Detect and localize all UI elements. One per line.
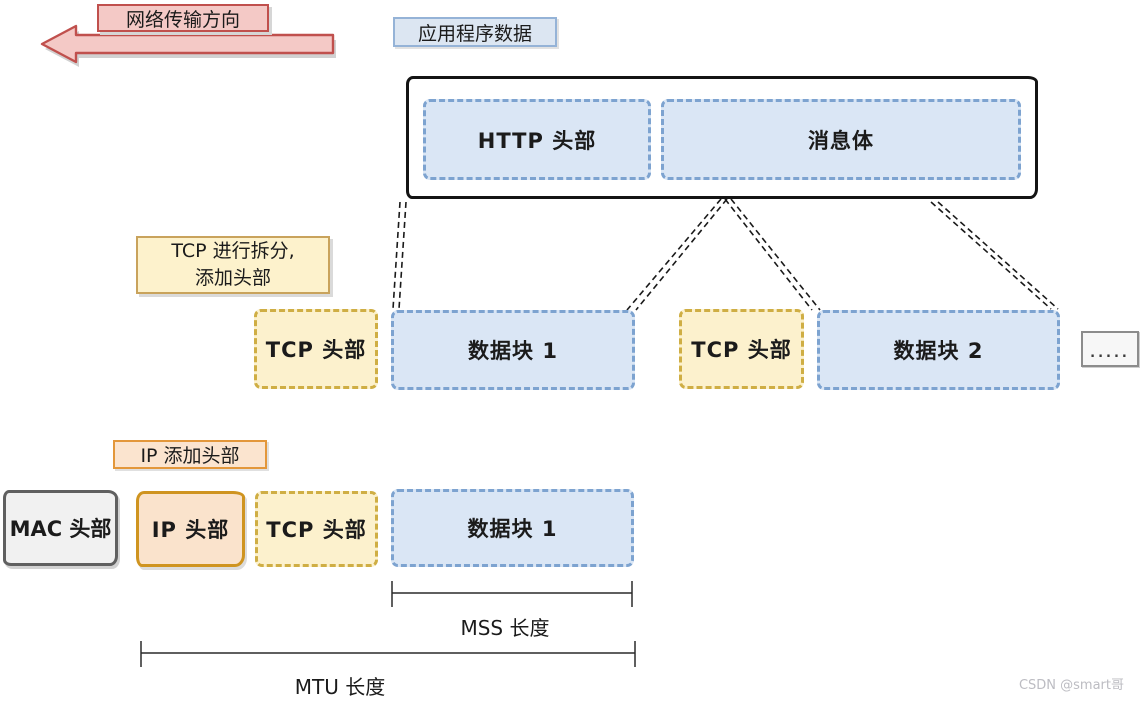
tcp-split-note: TCP 进行拆分, 添加头部 — [136, 236, 330, 294]
arrow-shadow — [45, 31, 336, 67]
data-block-1-box: 数据块 1 — [391, 310, 635, 390]
message-body-box: 消息体 — [661, 99, 1021, 180]
connector-mid-left-a — [626, 198, 722, 311]
mss-length-label: MSS 长度 — [460, 615, 550, 640]
tcp-header-box-3: TCP 头部 — [255, 491, 378, 567]
http-header-box: HTTP 头部 — [423, 99, 651, 180]
mss-measure-line — [391, 581, 633, 607]
mac-header-box: MAC 头部 — [3, 490, 118, 566]
connector-right-a — [930, 201, 1052, 310]
tcp-header-box-2: TCP 头部 — [679, 309, 804, 389]
tcp-split-note-line2: 添加头部 — [194, 267, 271, 289]
connector-left-a — [392, 201, 401, 310]
more-blocks-box: ..... — [1081, 331, 1139, 367]
data-block-1-frame-box: 数据块 1 — [391, 489, 634, 567]
connector-right-b — [937, 201, 1059, 310]
connector-mid-right-b — [730, 198, 821, 311]
transmission-direction-label: 网络传输方向 — [97, 4, 269, 32]
ip-add-header-note: IP 添加头部 — [113, 440, 267, 469]
mtu-measure-line — [140, 641, 636, 667]
mtu-length-label: MTU 长度 — [294, 674, 386, 699]
data-block-2-box: 数据块 2 — [817, 310, 1060, 390]
connector-left-b — [398, 201, 407, 310]
tcp-split-note-line1: TCP 进行拆分, — [171, 240, 295, 262]
tcp-header-box-1: TCP 头部 — [254, 309, 378, 389]
ip-header-box: IP 头部 — [136, 491, 245, 567]
app-data-label: 应用程序数据 — [393, 17, 557, 47]
connector-mid-left-b — [635, 198, 728, 311]
split-connector-lines — [392, 198, 1059, 311]
connector-mid-right-a — [724, 198, 813, 311]
watermark: CSDN @smart哥 — [1018, 678, 1124, 693]
